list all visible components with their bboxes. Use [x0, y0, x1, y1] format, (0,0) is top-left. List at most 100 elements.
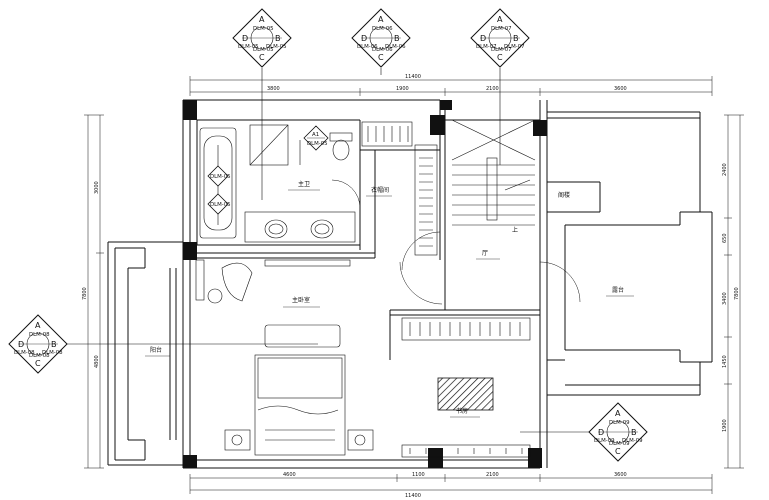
- dim-right-seg: 3400: [722, 292, 728, 305]
- dim-bottom-seg: 2100: [486, 472, 499, 478]
- marker-code: DLM-06: [385, 44, 406, 50]
- marker-letter: A: [615, 409, 621, 418]
- marker-code: DLM-09: [622, 438, 643, 444]
- bathroom-door-swing: [331, 179, 361, 209]
- marker-code: DLM-06: [372, 26, 393, 32]
- marker-code: DLM-07: [504, 44, 525, 50]
- tag-letter: A1: [312, 132, 319, 138]
- dimension-top: [189, 76, 713, 96]
- marker-letter: A: [35, 321, 41, 330]
- dim-top-seg: 1900: [396, 86, 409, 92]
- wardrobe-door-swing: [401, 231, 441, 271]
- shower-partition: [249, 124, 301, 166]
- marker-letter: D: [18, 340, 24, 349]
- dim-top-seg: 3600: [614, 86, 627, 92]
- marker-letter: B: [51, 340, 57, 349]
- dim-right-total: 7800: [734, 287, 740, 300]
- dim-left-total: 7800: [82, 287, 88, 300]
- marker-code: DLM-08: [29, 353, 50, 359]
- marker-letter: A: [259, 15, 265, 24]
- dim-bottom-seg: 1100: [412, 472, 425, 478]
- tv-cabinet: [195, 259, 351, 301]
- marker-letter: D: [480, 34, 486, 43]
- dim-left-seg: 3000: [94, 181, 100, 194]
- elevation-marker-left: A B C D DLM-08 DLM-08 DLM-08 DLM-08: [8, 314, 68, 374]
- terrace-door-swing: [539, 261, 581, 303]
- elevation-marker-top-2: A B C D DLM-06 DLM-06 DLM-06 DLM-06: [351, 8, 411, 68]
- marker-letter: D: [361, 34, 367, 43]
- marker-letter: A: [378, 15, 384, 24]
- nightstands: [224, 429, 374, 451]
- marker-code: DLM-05: [266, 44, 287, 50]
- marker-leaders: [66, 68, 589, 433]
- elevation-marker-bottom-right: A B C D DLM-09 DLM-09 DLM-09 DLM-09: [588, 402, 648, 462]
- marker-letter: C: [378, 53, 384, 62]
- study-bookshelf: [401, 317, 531, 341]
- toilet: [329, 132, 353, 161]
- marker-code: DLM-08: [42, 350, 63, 356]
- dim-right-seg: 650: [722, 233, 728, 243]
- wardrobe-hangers: [367, 126, 433, 247]
- marker-letter: A: [497, 15, 503, 24]
- double-bed: [254, 354, 346, 456]
- dim-right-seg: 1900: [722, 419, 728, 432]
- dimension-left: [84, 114, 104, 469]
- room-label-stair-up: 上: [512, 226, 518, 234]
- marker-letter: D: [242, 34, 248, 43]
- hall-door-swing: [399, 261, 443, 305]
- marker-letter: C: [615, 447, 621, 456]
- study-desk: [437, 377, 494, 411]
- marker-letter: C: [259, 53, 265, 62]
- wardrobe-rails: [361, 121, 438, 256]
- marker-letter: B: [631, 428, 637, 437]
- room-label-study: 书房: [456, 407, 468, 415]
- marker-code: DLM-05: [253, 26, 274, 32]
- marker-letter: B: [394, 34, 400, 43]
- tag-code: DLM-05: [210, 174, 231, 180]
- room-label-hall: 厅: [482, 250, 488, 257]
- tag-code: DLM-05: [307, 141, 328, 147]
- marker-letter: C: [497, 53, 503, 62]
- dimension-right: [724, 114, 744, 469]
- dim-right-seg: 1450: [722, 355, 728, 368]
- study-window-cabinet: [401, 444, 531, 458]
- marker-code: DLM-09: [609, 420, 630, 426]
- bench: [264, 324, 341, 348]
- marker-code: DLM-06: [357, 44, 378, 50]
- dim-top-seg: 3800: [267, 86, 280, 92]
- room-label-terrace: 露台: [612, 286, 624, 294]
- elevation-marker-top-1: A B C D DLM-05 DLM-05 DLM-05 DLM-05: [232, 8, 292, 68]
- marker-letter: B: [513, 34, 519, 43]
- dim-bottom-seg: 4600: [283, 472, 296, 478]
- dim-bottom-seg: 3600: [614, 472, 627, 478]
- room-label-master-bedroom: 主卧室: [292, 296, 310, 304]
- marker-code: DLM-05: [238, 44, 259, 50]
- walls: [107, 99, 713, 469]
- dim-bottom-total: 11400: [405, 493, 421, 499]
- marker-code: DLM-05: [253, 47, 274, 53]
- room-label-roof-window: 阁楼: [558, 191, 570, 199]
- room-label-balcony: 阳台: [150, 346, 162, 354]
- room-label-bathroom: 主卫: [298, 180, 310, 188]
- staircase: [451, 119, 536, 226]
- marker-code: DLM-08: [29, 332, 50, 338]
- marker-code: DLM-09: [609, 441, 630, 447]
- lounge-chair: [207, 262, 253, 304]
- dim-right-seg: 2400: [722, 163, 728, 176]
- dim-top-total: 11400: [405, 74, 421, 80]
- dim-left-seg: 4800: [94, 355, 100, 368]
- marker-code: DLM-07: [491, 26, 512, 32]
- dimension-bottom: [189, 474, 713, 494]
- marker-code: DLM-09: [594, 438, 615, 444]
- marker-letter: D: [598, 428, 604, 437]
- marker-code: DLM-07: [476, 44, 497, 50]
- elevation-marker-top-3: A B C D DLM-07 DLM-07 DLM-07 DLM-07: [470, 8, 530, 68]
- marker-code: DLM-06: [372, 47, 393, 53]
- tag-code: DLM-05: [210, 202, 231, 208]
- vanity-counter: [244, 211, 356, 243]
- room-code-underlines: [145, 189, 634, 418]
- bathroom-index-tag: A1 DLM-05: [303, 125, 329, 151]
- room-label-wardrobe: 衣帽间: [371, 186, 389, 194]
- tub-index-tag: DLM-05: [207, 165, 231, 187]
